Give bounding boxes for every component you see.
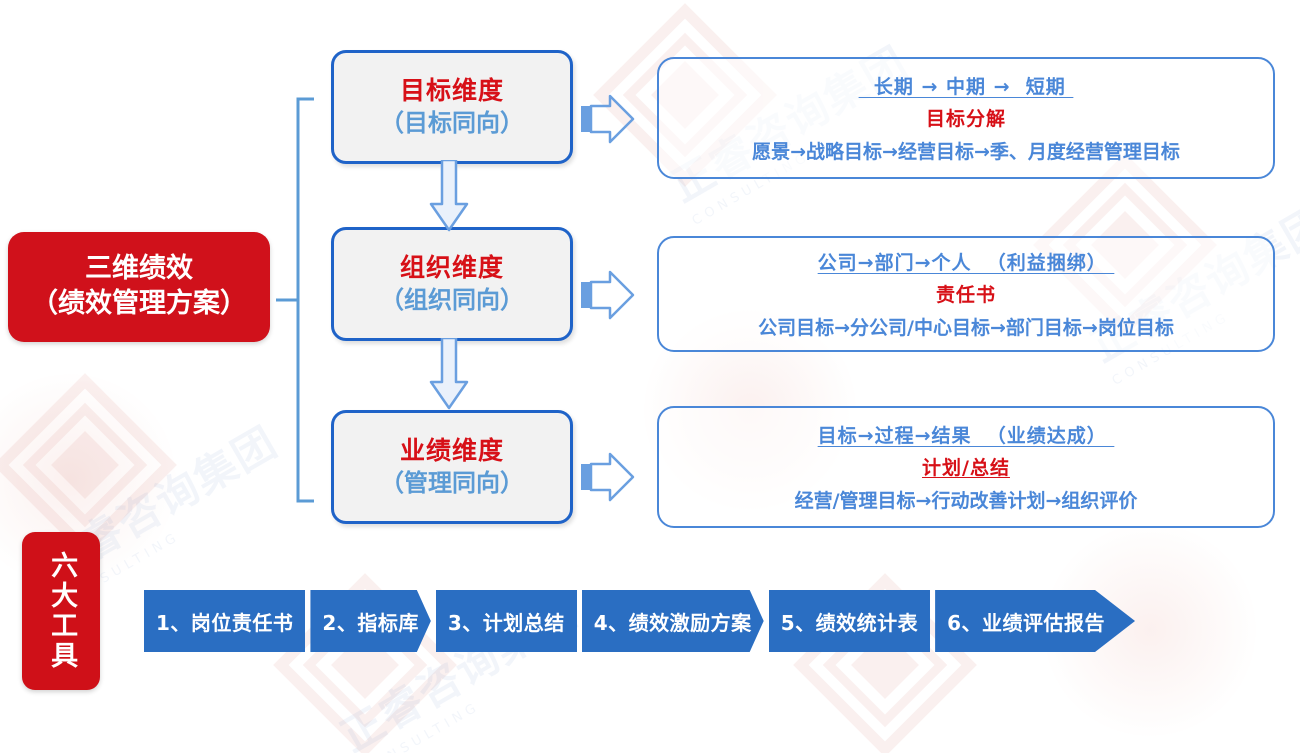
dimension-title: 业绩维度 <box>399 436 504 466</box>
tool-item-3[interactable]: 3、计划总结 <box>435 590 577 652</box>
detail-panel-organization[interactable]: 公司→部门→个人 （利益捆绑） 责任书 公司目标→分公司/中心目标→部门目标→岗… <box>657 236 1275 352</box>
panel-heading: 长期 → 中期 → 短期 <box>858 76 1074 98</box>
tool-item-2[interactable]: 2、指标库 <box>310 590 430 652</box>
six-tools-label: 六大工具 <box>22 532 100 690</box>
root-title-line2: （绩效管理方案） <box>31 288 247 319</box>
root-node-performance[interactable]: 三维绩效 （绩效管理方案） <box>8 232 270 342</box>
down-arrow-icon <box>429 338 469 410</box>
detail-panel-goal[interactable]: 长期 → 中期 → 短期 目标分解 愿景→战略目标→经营目标→季、月度经营管理目… <box>657 57 1275 179</box>
six-tools-label-text: 六大工具 <box>46 551 78 671</box>
dimension-title: 组织维度 <box>399 253 504 283</box>
dimension-box-goal[interactable]: 目标维度 （目标同向） <box>331 50 573 164</box>
dimension-alias: （管理同向） <box>380 468 524 497</box>
right-arrow-icon <box>581 452 635 502</box>
tool-item-5[interactable]: 5、绩效统计表 <box>768 590 931 652</box>
tool-item-6[interactable]: 6、业绩评估报告 <box>935 590 1135 652</box>
panel-heading: 目标→过程→结果 （业绩达成） <box>817 425 1115 447</box>
right-arrow-icon <box>581 94 635 144</box>
dimension-box-achievement[interactable]: 业绩维度 （管理同向） <box>331 410 573 524</box>
panel-keyword: 计划/总结 <box>922 457 1010 479</box>
panel-heading: 公司→部门→个人 （利益捆绑） <box>817 252 1115 274</box>
tool-item-4[interactable]: 4、绩效激励方案 <box>582 590 764 652</box>
panel-detail: 公司目标→分公司/中心目标→部门目标→岗位目标 <box>758 317 1174 339</box>
dimension-title: 目标维度 <box>399 76 504 106</box>
down-arrow-icon <box>429 160 469 232</box>
detail-panel-achievement[interactable]: 目标→过程→结果 （业绩达成） 计划/总结 经营/管理目标→行动改善计划→组织评… <box>657 406 1275 528</box>
panel-detail: 愿景→战略目标→经营目标→季、月度经营管理目标 <box>752 141 1180 163</box>
tool-item-1[interactable]: 1、岗位责任书 <box>144 590 306 652</box>
dimension-alias: （目标同向） <box>380 108 524 137</box>
panel-detail: 经营/管理目标→行动改善计划→组织评价 <box>794 490 1138 512</box>
dimension-box-organization[interactable]: 组织维度 （组织同向） <box>331 227 573 341</box>
tools-chevron-bar: 1、岗位责任书 2、指标库 3、计划总结 4、绩效激励方案 5、绩效统计表 6、… <box>144 590 1135 652</box>
panel-keyword: 责任书 <box>935 284 996 306</box>
panel-keyword: 目标分解 <box>925 108 1006 130</box>
root-title-line1: 三维绩效 <box>85 253 193 285</box>
dimension-alias: （组织同向） <box>380 285 524 314</box>
bracket-connector-icon <box>276 97 314 503</box>
right-arrow-icon <box>581 270 635 320</box>
